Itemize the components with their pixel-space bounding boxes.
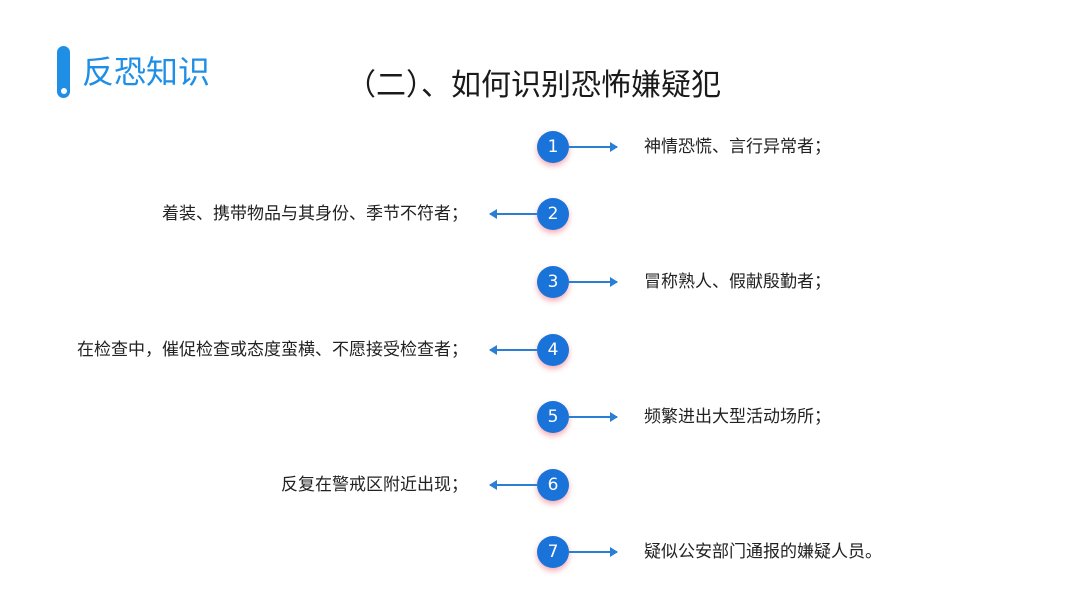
- list-item-1: 1 神情恐慌、言行异常者；: [0, 131, 1080, 171]
- arrow-right-icon: [569, 547, 618, 557]
- item-text: 冒称熟人、假献殷勤者；: [644, 272, 831, 292]
- arrow-right-icon: [569, 142, 618, 152]
- page-title: （二）、如何识别恐怖嫌疑犯: [346, 68, 721, 103]
- list-item-3: 3 冒称熟人、假献殷勤者；: [0, 266, 1080, 306]
- section-title: 反恐知识: [82, 53, 211, 91]
- number-badge: 4: [537, 334, 569, 366]
- list-item-6: 6 反复在警戒区附近出现；: [0, 469, 1080, 509]
- item-text: 反复在警戒区附近出现；: [281, 475, 468, 495]
- number-badge: 1: [537, 131, 569, 163]
- list-item-5: 5 频繁进出大型活动场所；: [0, 401, 1080, 441]
- arrow-left-icon: [489, 209, 538, 219]
- number-badge: 5: [537, 401, 569, 433]
- number-badge: 6: [537, 469, 569, 501]
- arrow-left-icon: [489, 480, 538, 490]
- list-item-2: 2 着装、携带物品与其身份、季节不符者；: [0, 198, 1080, 238]
- arrow-right-icon: [569, 412, 618, 422]
- section-marker-dot: [60, 88, 67, 94]
- list-item-4: 4 在检查中，催促检查或态度蛮横、不愿接受检查者；: [0, 334, 1080, 374]
- arrow-left-icon: [489, 345, 538, 355]
- number-badge: 2: [537, 198, 569, 230]
- item-text: 疑似公安部门通报的嫌疑人员。: [644, 542, 882, 562]
- item-text: 频繁进出大型活动场所；: [644, 407, 831, 427]
- number-badge: 7: [537, 536, 569, 568]
- item-text: 在检查中，催促检查或态度蛮横、不愿接受检查者；: [77, 340, 468, 360]
- section-marker-bar: [57, 46, 70, 98]
- item-text: 着装、携带物品与其身份、季节不符者；: [162, 204, 468, 224]
- arrow-right-icon: [569, 277, 618, 287]
- number-badge: 3: [537, 266, 569, 298]
- item-text: 神情恐慌、言行异常者；: [644, 137, 831, 157]
- list-item-7: 7 疑似公安部门通报的嫌疑人员。: [0, 536, 1080, 576]
